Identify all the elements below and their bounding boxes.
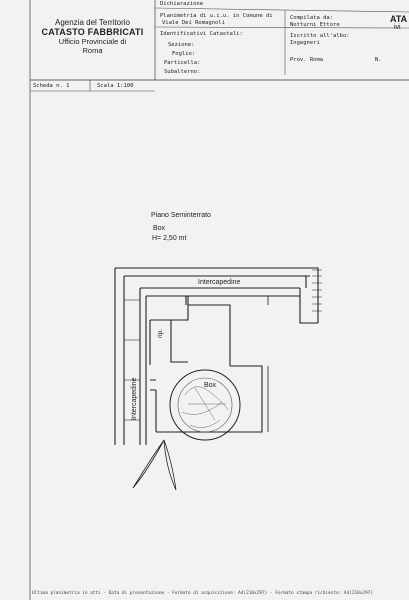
header-row-line-1 xyxy=(154,7,409,13)
albo-value: Ingegneri xyxy=(290,40,320,46)
right-hatch xyxy=(312,269,322,312)
rip-room-wall-top xyxy=(150,296,189,321)
door-swing-left xyxy=(132,439,165,489)
right-end-wall xyxy=(299,288,318,324)
edge-right-text-2: ivi xyxy=(394,24,401,31)
footer-note: Ultima planimetria in atti · Data di pre… xyxy=(32,591,373,596)
agency-header: Agenzia del Territorio CATASTO FABBRICAT… xyxy=(30,0,155,78)
scheda-label: Scheda n. 1 xyxy=(33,83,70,89)
box-top-wall xyxy=(188,304,231,366)
prov-value: Prov. Roma xyxy=(290,57,324,63)
ufficio-label: Ufficio Provinciale di xyxy=(58,37,127,46)
compiler-name: Notturni Ettore xyxy=(290,22,340,28)
planimetria-label: Planimetria di u.i.u. in Comune di xyxy=(160,13,273,19)
scala-label: Scala 1:100 xyxy=(97,83,134,89)
catasto-title: CATASTO FABBRICATI xyxy=(41,27,144,37)
left-intercapedine-hatch xyxy=(124,299,140,421)
height-label: H= 2,50 mt xyxy=(152,235,187,242)
city-label: Roma xyxy=(82,46,103,55)
subalterno-label: Subalterno: xyxy=(164,69,201,75)
floor-label: Piano Seminterrato xyxy=(151,212,211,219)
rip-label: rip. xyxy=(157,329,164,338)
plan-walls xyxy=(114,267,322,445)
iscritto-label: Iscritto all'albo: xyxy=(290,33,350,39)
box-label: Box xyxy=(204,382,217,389)
sezione-label: Sezione: xyxy=(168,42,195,48)
compilata-label: Compilata da: xyxy=(290,15,334,21)
dichiarazione-label: Dichiarazione xyxy=(160,1,204,7)
agency-name: Agenzia del Territorio xyxy=(54,18,130,27)
box-right-wall xyxy=(156,365,263,433)
intercapedine-top-label: Intercapedine xyxy=(198,279,241,286)
intercapedine-left-label: Intercapedine xyxy=(131,377,138,420)
n-label: N. xyxy=(375,57,382,63)
box-inner-circle xyxy=(177,377,233,433)
door-swing-right xyxy=(163,439,177,491)
address-value: Viale Dei Romagnoli xyxy=(162,20,225,26)
use-label: Box xyxy=(153,225,166,232)
header-row-line-2 xyxy=(154,26,409,29)
rip-room-wall-inner xyxy=(170,320,188,363)
box-turning-circle xyxy=(169,369,241,441)
box-scribble-marks xyxy=(181,386,229,428)
foglio-label: Foglio: xyxy=(172,51,196,57)
edge-right-text: ATA xyxy=(390,14,408,24)
door-jamb xyxy=(150,379,156,391)
outer-wall-top-right xyxy=(115,267,319,323)
identificativi-label: Identificativi Catastali: xyxy=(160,31,243,37)
particella-label: Particella: xyxy=(164,60,201,66)
